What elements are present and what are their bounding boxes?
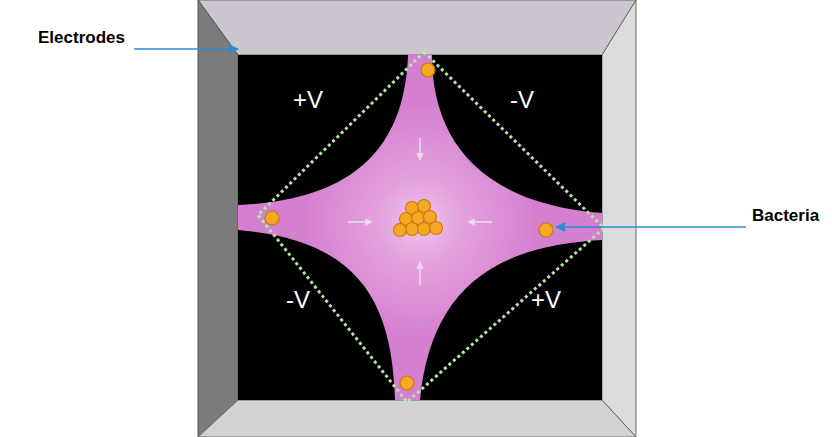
bacteria-cells [265, 63, 553, 390]
voltage-label: -V [510, 86, 534, 114]
force-arrows [348, 138, 492, 285]
trap-channel [238, 55, 602, 400]
part-name: Electrodes [38, 28, 125, 48]
voltage-label: +V [293, 86, 323, 114]
housing-frame [198, 0, 636, 437]
trap-boundary [258, 52, 604, 402]
leader-arrow [134, 48, 238, 50]
leader-arrow [556, 226, 746, 228]
part-name: Bacteria [752, 206, 819, 226]
electrode-block [238, 55, 602, 400]
voltage-label: -V [286, 286, 310, 314]
voltage-label: +V [531, 286, 561, 314]
